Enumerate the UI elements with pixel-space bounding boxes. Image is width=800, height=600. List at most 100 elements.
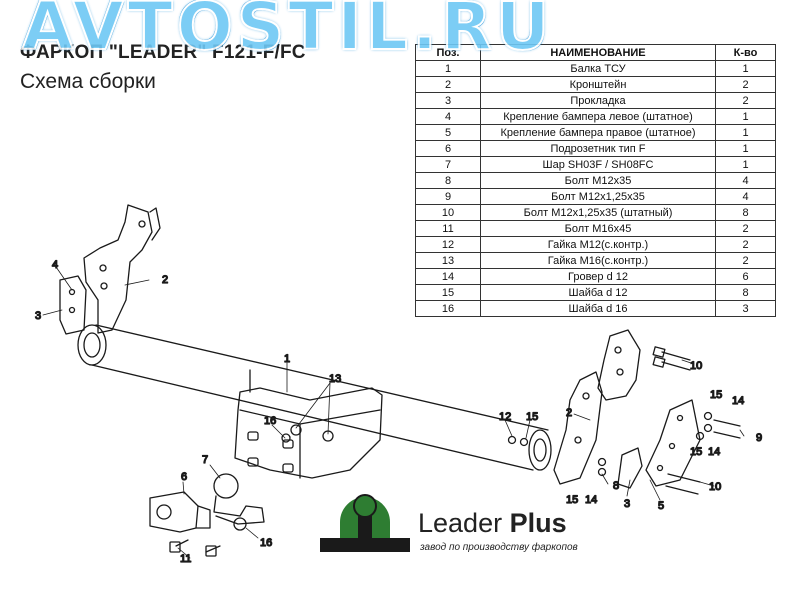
row-pos: 6 [415,140,481,157]
callout-4: 4 [52,259,58,271]
parts-table-header: Поз. НАИМЕНОВАНИЕ К-во [415,44,776,61]
callout-3-left: 3 [35,310,41,322]
callout-3-right: 3 [624,498,630,510]
row-name: Гайка М16(с.контр.) [480,252,716,269]
row-name: Гровер d 12 [480,268,716,285]
row-name: Прокладка [480,92,716,109]
row-name: Болт М12х35 [480,172,716,189]
bolts [169,346,741,557]
row-name: Болт М16х45 [480,220,716,237]
row-qty: 8 [715,204,776,221]
page-title: ФАРКОП "LEADER" F121-F/FC [20,42,306,63]
row-name: Кронштейн [480,76,716,93]
row-pos: 14 [415,268,481,285]
left-bracket [83,204,161,334]
row-qty: 2 [715,92,776,109]
callout-15-b: 15 [710,389,722,401]
row-qty: 6 [715,268,776,285]
right-plate [617,447,643,489]
left-bumper-mount [59,275,87,335]
row-qty: 3 [715,300,776,317]
row-qty: 1 [715,156,776,173]
watermark: AVTOSTIL.RU [21,0,554,65]
callout-12: 12 [499,411,511,423]
row-qty: 2 [715,220,776,237]
row-pos: 13 [415,252,481,269]
row-qty: 2 [715,252,776,269]
callout-15-a: 15 [526,411,538,423]
logo-tagline: завод по производству фаркопов [420,542,578,553]
socket-bracket [149,491,211,533]
row-pos: 9 [415,188,481,205]
row-pos: 3 [415,92,481,109]
right-bracket [553,329,641,485]
callout-7: 7 [202,454,208,466]
callout-2-left: 2 [162,274,168,286]
row-pos: 8 [415,172,481,189]
row-qty: 1 [715,108,776,125]
row-name: Подрозетник тип F [480,140,716,157]
callout-16-b: 16 [260,537,272,549]
row-name: Болт М12х1,25х35 [480,188,716,205]
row-qty: 4 [715,188,776,205]
callout-15-c: 15 [690,446,702,458]
row-qty: 2 [715,76,776,93]
callout-1: 1 [284,353,290,365]
row-pos: 5 [415,124,481,141]
row-name: Шайба d 12 [480,284,716,301]
logo-brand-bold: Plus [509,508,567,538]
row-pos: 4 [415,108,481,125]
right-bumper-mount [645,399,701,487]
callout-8: 8 [613,480,619,492]
logo-brand: Leader Plus [418,508,567,539]
callout-15-d: 15 [566,494,578,506]
row-qty: 8 [715,284,776,301]
callout-9: 9 [756,432,762,444]
row-pos: 10 [415,204,481,221]
nuts-m16 [281,424,334,443]
row-name: Шар SH03F / SH08FC [480,156,716,173]
row-name: Крепление бампера правое (штатное) [480,124,716,141]
row-qty: 1 [715,124,776,141]
row-qty: 2 [715,236,776,253]
callout-10-top: 10 [690,360,702,372]
row-pos: 12 [415,236,481,253]
callout-13: 13 [329,373,341,385]
row-pos: 16 [415,300,481,317]
beam-tube [77,324,552,471]
row-qty: 1 [715,60,776,77]
row-name: Болт М12х1,25х35 (штатный) [480,204,716,221]
row-name: Крепление бампера левое (штатное) [480,108,716,125]
row-pos: 15 [415,284,481,301]
row-name: Гайка М12(с.контр.) [480,236,716,253]
callout-16-a: 16 [264,415,276,427]
callout-11: 11 [180,553,191,565]
leader-lines [42,263,745,559]
callout-5: 5 [658,500,664,512]
callout-10-bottom: 10 [709,481,721,493]
callout-6: 6 [181,471,187,483]
ball-mount-plate [234,387,383,479]
row-qty: 4 [715,172,776,189]
logo-brand-light: Leader [418,508,510,538]
row-name: Шайба d 16 [480,300,716,317]
row-pos: 7 [415,156,481,173]
tow-ball [213,473,265,531]
row-pos: 2 [415,76,481,93]
header-name: НАИМЕНОВАНИЕ [480,44,716,61]
washers [507,411,713,477]
